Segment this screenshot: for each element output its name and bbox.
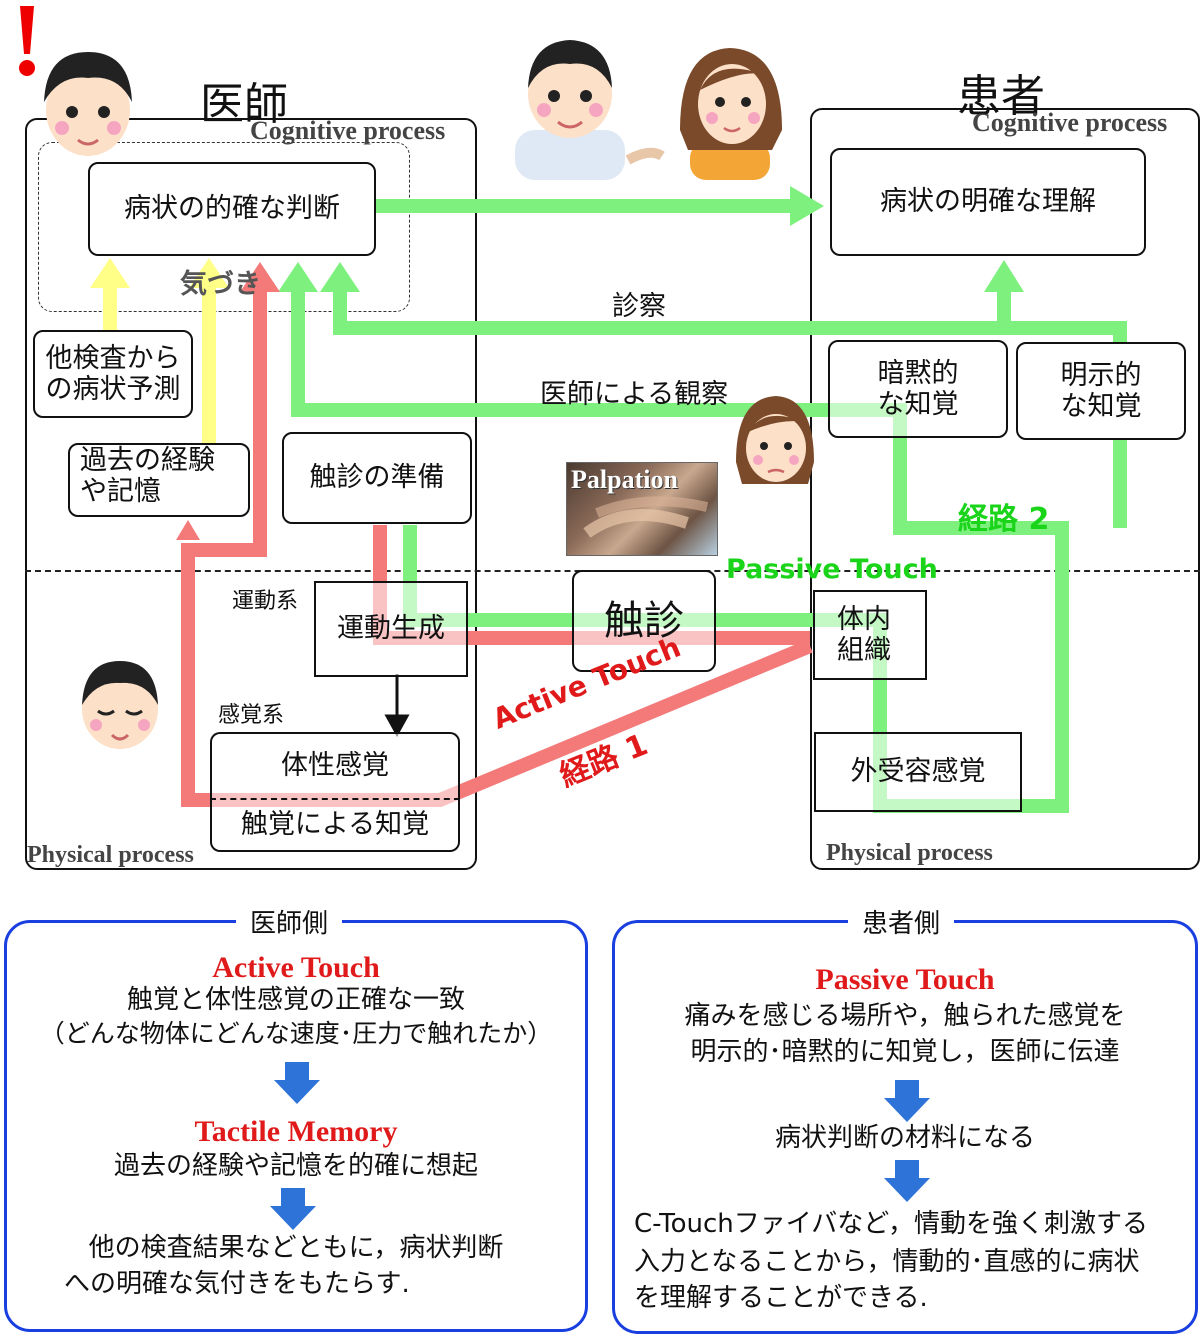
motor-generation-box: 運動生成 — [314, 581, 468, 677]
motor-system-label: 運動系 — [232, 589, 299, 614]
patient-side-passive-touch: Passive Touch — [815, 963, 995, 996]
other-tests-box: 他検査から の病状予測 — [33, 330, 193, 418]
awareness-label: 気づき — [180, 269, 261, 300]
patient-side-line6: を理解することができる. — [634, 1283, 928, 1313]
other-tests-line1: 他検査から — [45, 342, 181, 374]
palpation-photo-label: Palpation — [571, 465, 678, 494]
tacit-line2: な知覚 — [877, 389, 959, 420]
doctor-patient-illustration — [510, 30, 790, 180]
body-tissue-box: 体内 組織 — [813, 590, 927, 680]
patient-cognitive-label: Cognitive process — [972, 108, 1168, 137]
patient-panel — [810, 108, 1200, 870]
green-arrowheads — [278, 186, 1024, 292]
patient-title: 患者 — [957, 71, 1045, 122]
patient-side-line1: 痛みを感じる場所や，触られた感覚を — [684, 1001, 1126, 1031]
doctor-side-line5: への明確な気付きをもたらす. — [64, 1269, 410, 1299]
doctor-side-line4: 他の検査結果などともに，病状判断 — [88, 1233, 504, 1263]
doctor-side-active-touch: Active Touch — [212, 951, 380, 984]
understanding-box: 病状の明確な理解 — [830, 148, 1146, 256]
exteroception-box: 外受容感覚 — [814, 732, 1022, 812]
explicit-perception-box: 明示的 な知覚 — [1016, 342, 1186, 440]
explicit-line2: な知覚 — [1060, 391, 1142, 422]
yellow-arrows — [90, 258, 229, 443]
tactile-perception-box: 触覚による知覚 — [210, 798, 460, 852]
doctor-eyes-closed-icon — [76, 655, 164, 751]
route2-label: 経路 2 — [958, 502, 1050, 537]
doctor-side-title: 医師側 — [236, 903, 343, 940]
body-tissue-line2: 組織 — [837, 635, 891, 666]
past-experience-box: 過去の経験 や記憶 — [68, 443, 250, 517]
palpation-photo: Palpation — [566, 462, 718, 556]
patient-side-line5: 入力となることから，情動的･直感的に病状 — [634, 1247, 1140, 1277]
somatosensory-box: 体性感覚 — [210, 732, 460, 798]
doctor-side-line2: （どんな物体にどんな速度･圧力で触れたか） — [39, 1019, 553, 1048]
body-tissue-line1: 体内 — [837, 603, 891, 635]
black-arrow — [384, 674, 410, 738]
doctor-panel — [25, 118, 477, 870]
other-tests-line2: の病状予測 — [45, 374, 181, 405]
past-experience-line2: や記憶 — [80, 476, 161, 508]
patient-side-line4: C-Touchファイバなど，情動を強く刺激する — [634, 1209, 1148, 1239]
examination-label: 診察 — [612, 291, 666, 322]
tacit-line1: 暗黙的 — [877, 357, 959, 389]
palpation-box: 触診 — [572, 570, 716, 672]
red-arrowheads — [176, 262, 280, 540]
doctor-side-line3: 過去の経験や記憶を的確に想起 — [113, 1151, 478, 1181]
patient-side-line2: 明示的･暗黙的に知覚し，医師に伝達 — [690, 1037, 1120, 1067]
doctor-physical-label: Physical process — [27, 842, 194, 868]
doctor-face-icon — [38, 40, 138, 160]
doctor-side-line1: 触覚と体性感覚の正確な一致 — [126, 985, 465, 1015]
exclamation-icon — [12, 2, 42, 82]
past-experience-line1: 過去の経験 — [80, 445, 215, 476]
cognitive-dashed-box — [38, 142, 410, 312]
patient-face-icon — [730, 392, 816, 488]
doctor-side-tactile-memory: Tactile Memory — [194, 1115, 398, 1148]
explicit-line1: 明示的 — [1060, 359, 1142, 391]
palpation-prep-box: 触診の準備 — [282, 432, 472, 524]
patient-physical-label: Physical process — [826, 840, 993, 866]
judgment-box: 病状の的確な判断 — [88, 162, 376, 256]
tacit-perception-box: 暗黙的 な知覚 — [828, 340, 1008, 438]
doctor-title: 医師 — [200, 79, 288, 130]
patient-side-title: 患者側 — [848, 903, 955, 940]
passive-touch-label: Passive Touch — [726, 554, 938, 585]
sensory-system-label: 感覚系 — [218, 703, 285, 728]
observation-label: 医師による観察 — [540, 379, 729, 410]
patient-side-line3: 病状判断の材料になる — [774, 1123, 1035, 1153]
doctor-cognitive-label: Cognitive process — [250, 116, 446, 145]
